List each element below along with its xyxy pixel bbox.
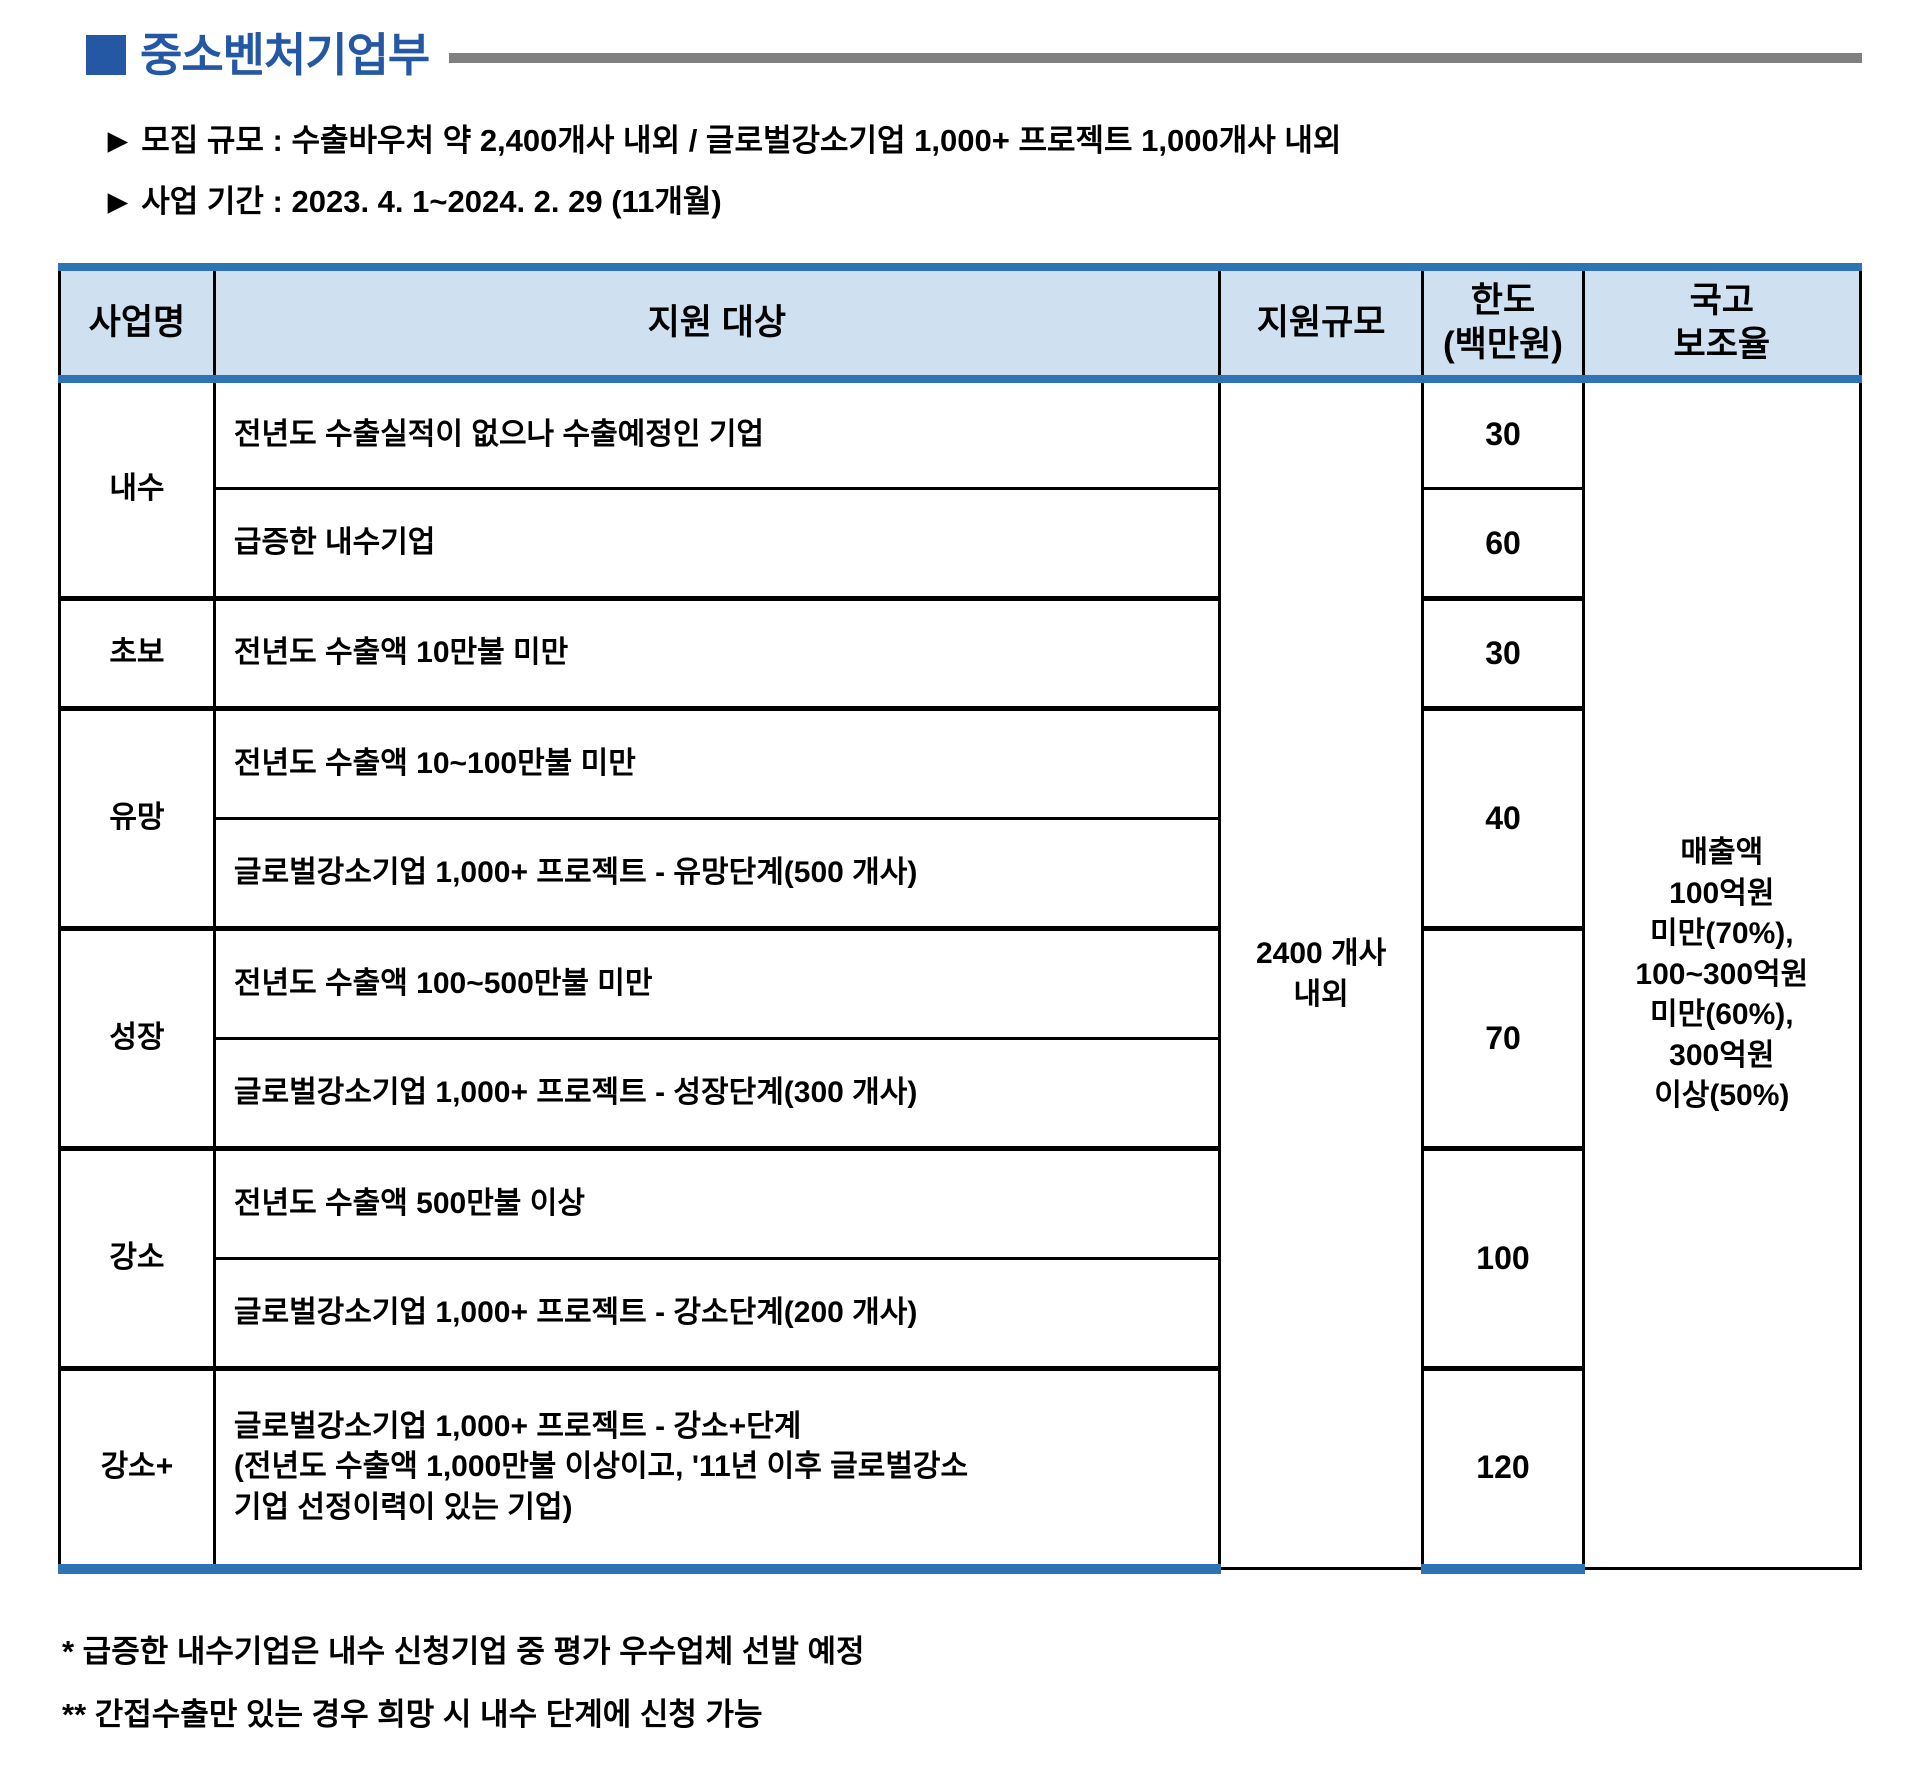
- support-target-cell: 전년도 수출액 100~500만불 미만: [212, 926, 1221, 1041]
- triangle-bullet-icon: ▶: [108, 187, 128, 216]
- support-target-cell: 글로벌강소기업 1,000+ 프로젝트 - 성장단계(300 개사): [212, 1037, 1221, 1151]
- section-header: 중소벤처기업부: [86, 30, 1862, 81]
- limit-cell: 120: [1421, 1366, 1585, 1574]
- support-target-cell: 글로벌강소기업 1,000+ 프로젝트 - 강소단계(200 개사): [212, 1257, 1221, 1371]
- support-target-cell: 전년도 수출실적이 없으나 수출예정인 기업: [212, 377, 1221, 491]
- triangle-bullet-icon: ▶: [108, 126, 128, 155]
- column-header-subsidy-rate: 국고 보조율: [1581, 262, 1863, 383]
- support-target-cell: 전년도 수출액 10만불 미만: [212, 596, 1221, 711]
- table-row: 급증한 내수기업 60: [60, 487, 1861, 601]
- program-name-cell: 내수: [58, 377, 216, 601]
- table-row: 내수 전년도 수출실적이 없으나 수출예정인 기업 2400 개사 내외 30 …: [58, 377, 1863, 1571]
- support-target-cell: 글로벌강소기업 1,000+ 프로젝트 - 유망단계(500 개사): [212, 817, 1221, 931]
- limit-cell: 40: [1421, 706, 1585, 931]
- subsidy-rate-cell: 매출액 100억원 미만(70%), 100~300억원 미만(60%), 30…: [1581, 377, 1863, 1571]
- footnotes: * 급증한 내수기업은 내수 신청기업 중 평가 우수업체 선발 예정 ** 간…: [62, 1626, 1862, 1734]
- support-programs-table: 사업명 지원 대상 지원규모 한도 (백만원) 국고 보조율 내수 전년도 수출…: [58, 262, 1863, 1574]
- title-horizontal-rule: [449, 53, 1862, 64]
- column-header-support-target: 지원 대상: [212, 262, 1221, 383]
- support-target-cell: 전년도 수출액 500만불 이상: [212, 1146, 1221, 1261]
- footnote-1: * 급증한 내수기업은 내수 신청기업 중 평가 우수업체 선발 예정: [62, 1633, 865, 1669]
- page-title: 중소벤처기업부: [140, 29, 430, 81]
- title-square-bullet-icon: [86, 35, 126, 76]
- table-row: 글로벌강소기업 1,000+ 프로젝트 - 성장단계(300 개사): [60, 1037, 1861, 1151]
- table-row: 강소+ 글로벌강소기업 1,000+ 프로젝트 - 강소+단계 (전년도 수출액…: [58, 1366, 1861, 1574]
- column-header-limit: 한도 (백만원): [1421, 262, 1585, 383]
- program-name-cell: 강소+: [58, 1366, 216, 1574]
- info-line-project-period: ▶ 사업 기간 : 2023. 4. 1~2024. 2. 29 (11개월): [108, 176, 1862, 221]
- limit-cell: 70: [1421, 926, 1585, 1151]
- info-line-text: 사업 기간 : 2023. 4. 1~2024. 2. 29 (11개월): [141, 183, 722, 219]
- info-lines: ▶ 모집 규모 : 수출바우처 약 2,400개사 내외 / 글로벌강소기업 1…: [108, 115, 1862, 221]
- program-name-cell: 초보: [58, 596, 216, 711]
- column-header-program-name: 사업명: [58, 262, 216, 383]
- support-scale-cell: 2400 개사 내외: [1217, 377, 1425, 1571]
- footnote-2: ** 간접수출만 있는 경우 희망 시 내수 단계에 신청 가능: [62, 1696, 763, 1732]
- column-header-support-scale: 지원규모: [1217, 262, 1425, 383]
- support-target-cell: 전년도 수출액 10~100만불 미만: [212, 706, 1221, 821]
- limit-cell: 30: [1421, 377, 1585, 491]
- table-row: 강소 전년도 수출액 500만불 이상 100: [58, 1146, 1861, 1371]
- table-row: 유망 전년도 수출액 10~100만불 미만 40: [58, 706, 1861, 931]
- table-row: 글로벌강소기업 1,000+ 프로젝트 - 유망단계(500 개사): [60, 817, 1861, 931]
- limit-cell: 100: [1421, 1146, 1585, 1371]
- program-name-cell: 성장: [58, 926, 216, 1151]
- limit-cell: 60: [1421, 487, 1585, 601]
- info-line-text: 모집 규모 : 수출바우처 약 2,400개사 내외 / 글로벌강소기업 1,0…: [141, 122, 1342, 158]
- limit-cell: 30: [1421, 596, 1585, 711]
- program-name-cell: 강소: [58, 1146, 216, 1371]
- info-line-recruitment-scale: ▶ 모집 규모 : 수출바우처 약 2,400개사 내외 / 글로벌강소기업 1…: [108, 115, 1862, 160]
- table-header-row: 사업명 지원 대상 지원규모 한도 (백만원) 국고 보조율: [58, 262, 1863, 383]
- page: 중소벤처기업부 ▶ 모집 규모 : 수출바우처 약 2,400개사 내외 / 글…: [58, 30, 1863, 1734]
- program-name-cell: 유망: [58, 706, 216, 931]
- table-row: 글로벌강소기업 1,000+ 프로젝트 - 강소단계(200 개사): [60, 1257, 1861, 1371]
- table-row: 성장 전년도 수출액 100~500만불 미만 70: [58, 926, 1861, 1151]
- support-target-cell: 급증한 내수기업: [212, 487, 1221, 601]
- support-target-cell: 글로벌강소기업 1,000+ 프로젝트 - 강소+단계 (전년도 수출액 1,0…: [212, 1366, 1221, 1574]
- table-row: 초보 전년도 수출액 10만불 미만 30: [58, 596, 1861, 711]
